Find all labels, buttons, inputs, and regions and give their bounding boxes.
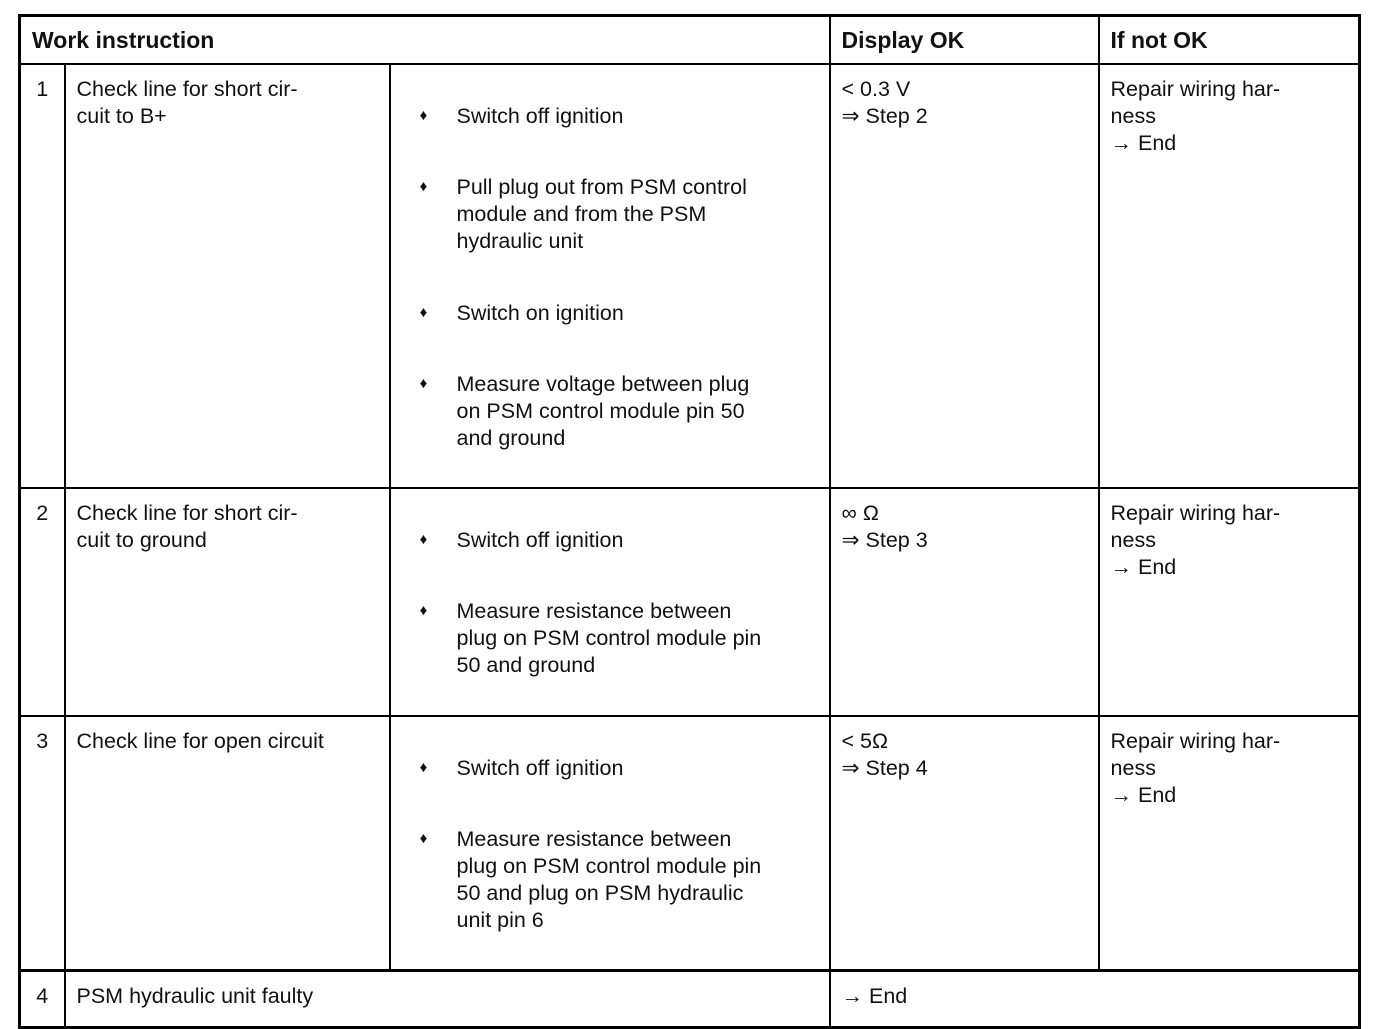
if-not-ok-cell: Repair wiring har- ness → End	[1097, 486, 1361, 717]
diamond-bullet-icon: ♦	[419, 374, 428, 392]
step-text: Pull plug out from PSM control module an…	[456, 175, 747, 254]
step-item: ♦ Measure resistance between plug on PSM…	[391, 826, 823, 934]
diamond-bullet-icon: ♦	[419, 829, 428, 847]
step-text: Switch off ignition	[456, 104, 624, 129]
instruction-steps: ♦ Switch off ignition ♦ Measure resistan…	[388, 486, 831, 717]
header-work-instruction: Work instruction	[18, 14, 831, 65]
step-text: Switch on ignition	[456, 300, 624, 325]
step-text: Measure resistance between plug on PSM c…	[456, 826, 762, 932]
diamond-bullet-icon: ♦	[419, 303, 428, 321]
header-if-not-ok: If not OK	[1097, 14, 1361, 65]
step-text: Measure resistance between plug on PSM c…	[456, 599, 762, 678]
display-ok-cell: < 0.3 V ⇒ Step 2	[828, 62, 1100, 489]
fault-description: PSM hydraulic unit faulty	[63, 969, 831, 1029]
header-display-ok: Display OK	[828, 14, 1100, 65]
header-row: Work instruction Display OK If not OK	[18, 14, 1361, 65]
table-row: 1 Check line for short cir- cuit to B+ ♦…	[18, 62, 1361, 489]
display-ok-cell: ∞ Ω ⇒ Step 3	[828, 486, 1100, 717]
check-description: Check line for open circuit	[63, 714, 391, 972]
row-number: 4	[18, 969, 66, 1029]
step-text: Switch off ignition	[456, 755, 624, 780]
step-item: ♦ Pull plug out from PSM control module …	[391, 174, 823, 255]
step-item: ♦ Measure voltage between plug on PSM co…	[391, 371, 823, 452]
row-number: 3	[18, 714, 66, 972]
end-result-cell: → End	[828, 969, 1361, 1029]
display-ok-cell: < 5Ω ⇒ Step 4	[828, 714, 1100, 972]
diamond-bullet-icon: ♦	[419, 602, 428, 620]
table-row: 2 Check line for short cir- cuit to grou…	[18, 486, 1361, 717]
table-row: 3 Check line for open circuit ♦ Switch o…	[18, 714, 1361, 972]
diamond-bullet-icon: ♦	[419, 758, 428, 776]
if-not-ok-cell: Repair wiring har- ness → End	[1097, 714, 1361, 972]
work-instruction-table: Work instruction Display OK If not OK 1 …	[18, 14, 1362, 1029]
step-item: ♦ Switch on ignition	[391, 300, 823, 327]
instruction-steps: ♦ Switch off ignition ♦ Measure resistan…	[388, 714, 831, 972]
step-item: ♦ Switch off ignition	[391, 103, 823, 130]
check-description: Check line for short cir- cuit to ground	[63, 486, 391, 717]
step-text: Switch off ignition	[456, 528, 624, 553]
diamond-bullet-icon: ♦	[419, 531, 428, 549]
step-item: ♦ Switch off ignition	[391, 527, 823, 554]
row-number: 2	[18, 486, 66, 717]
if-not-ok-cell: Repair wiring har- ness → End	[1097, 62, 1361, 489]
step-text: Measure voltage between plug on PSM cont…	[456, 371, 750, 450]
table-row: 4 PSM hydraulic unit faulty → End	[18, 969, 1361, 1029]
step-item: ♦ Switch off ignition	[391, 755, 823, 782]
diamond-bullet-icon: ♦	[419, 178, 428, 196]
step-item: ♦ Measure resistance between plug on PSM…	[391, 598, 823, 679]
check-description: Check line for short cir- cuit to B+	[63, 62, 391, 489]
row-number: 1	[18, 62, 66, 489]
instruction-steps: ♦ Switch off ignition ♦ Pull plug out fr…	[388, 62, 831, 489]
diamond-bullet-icon: ♦	[419, 107, 428, 125]
